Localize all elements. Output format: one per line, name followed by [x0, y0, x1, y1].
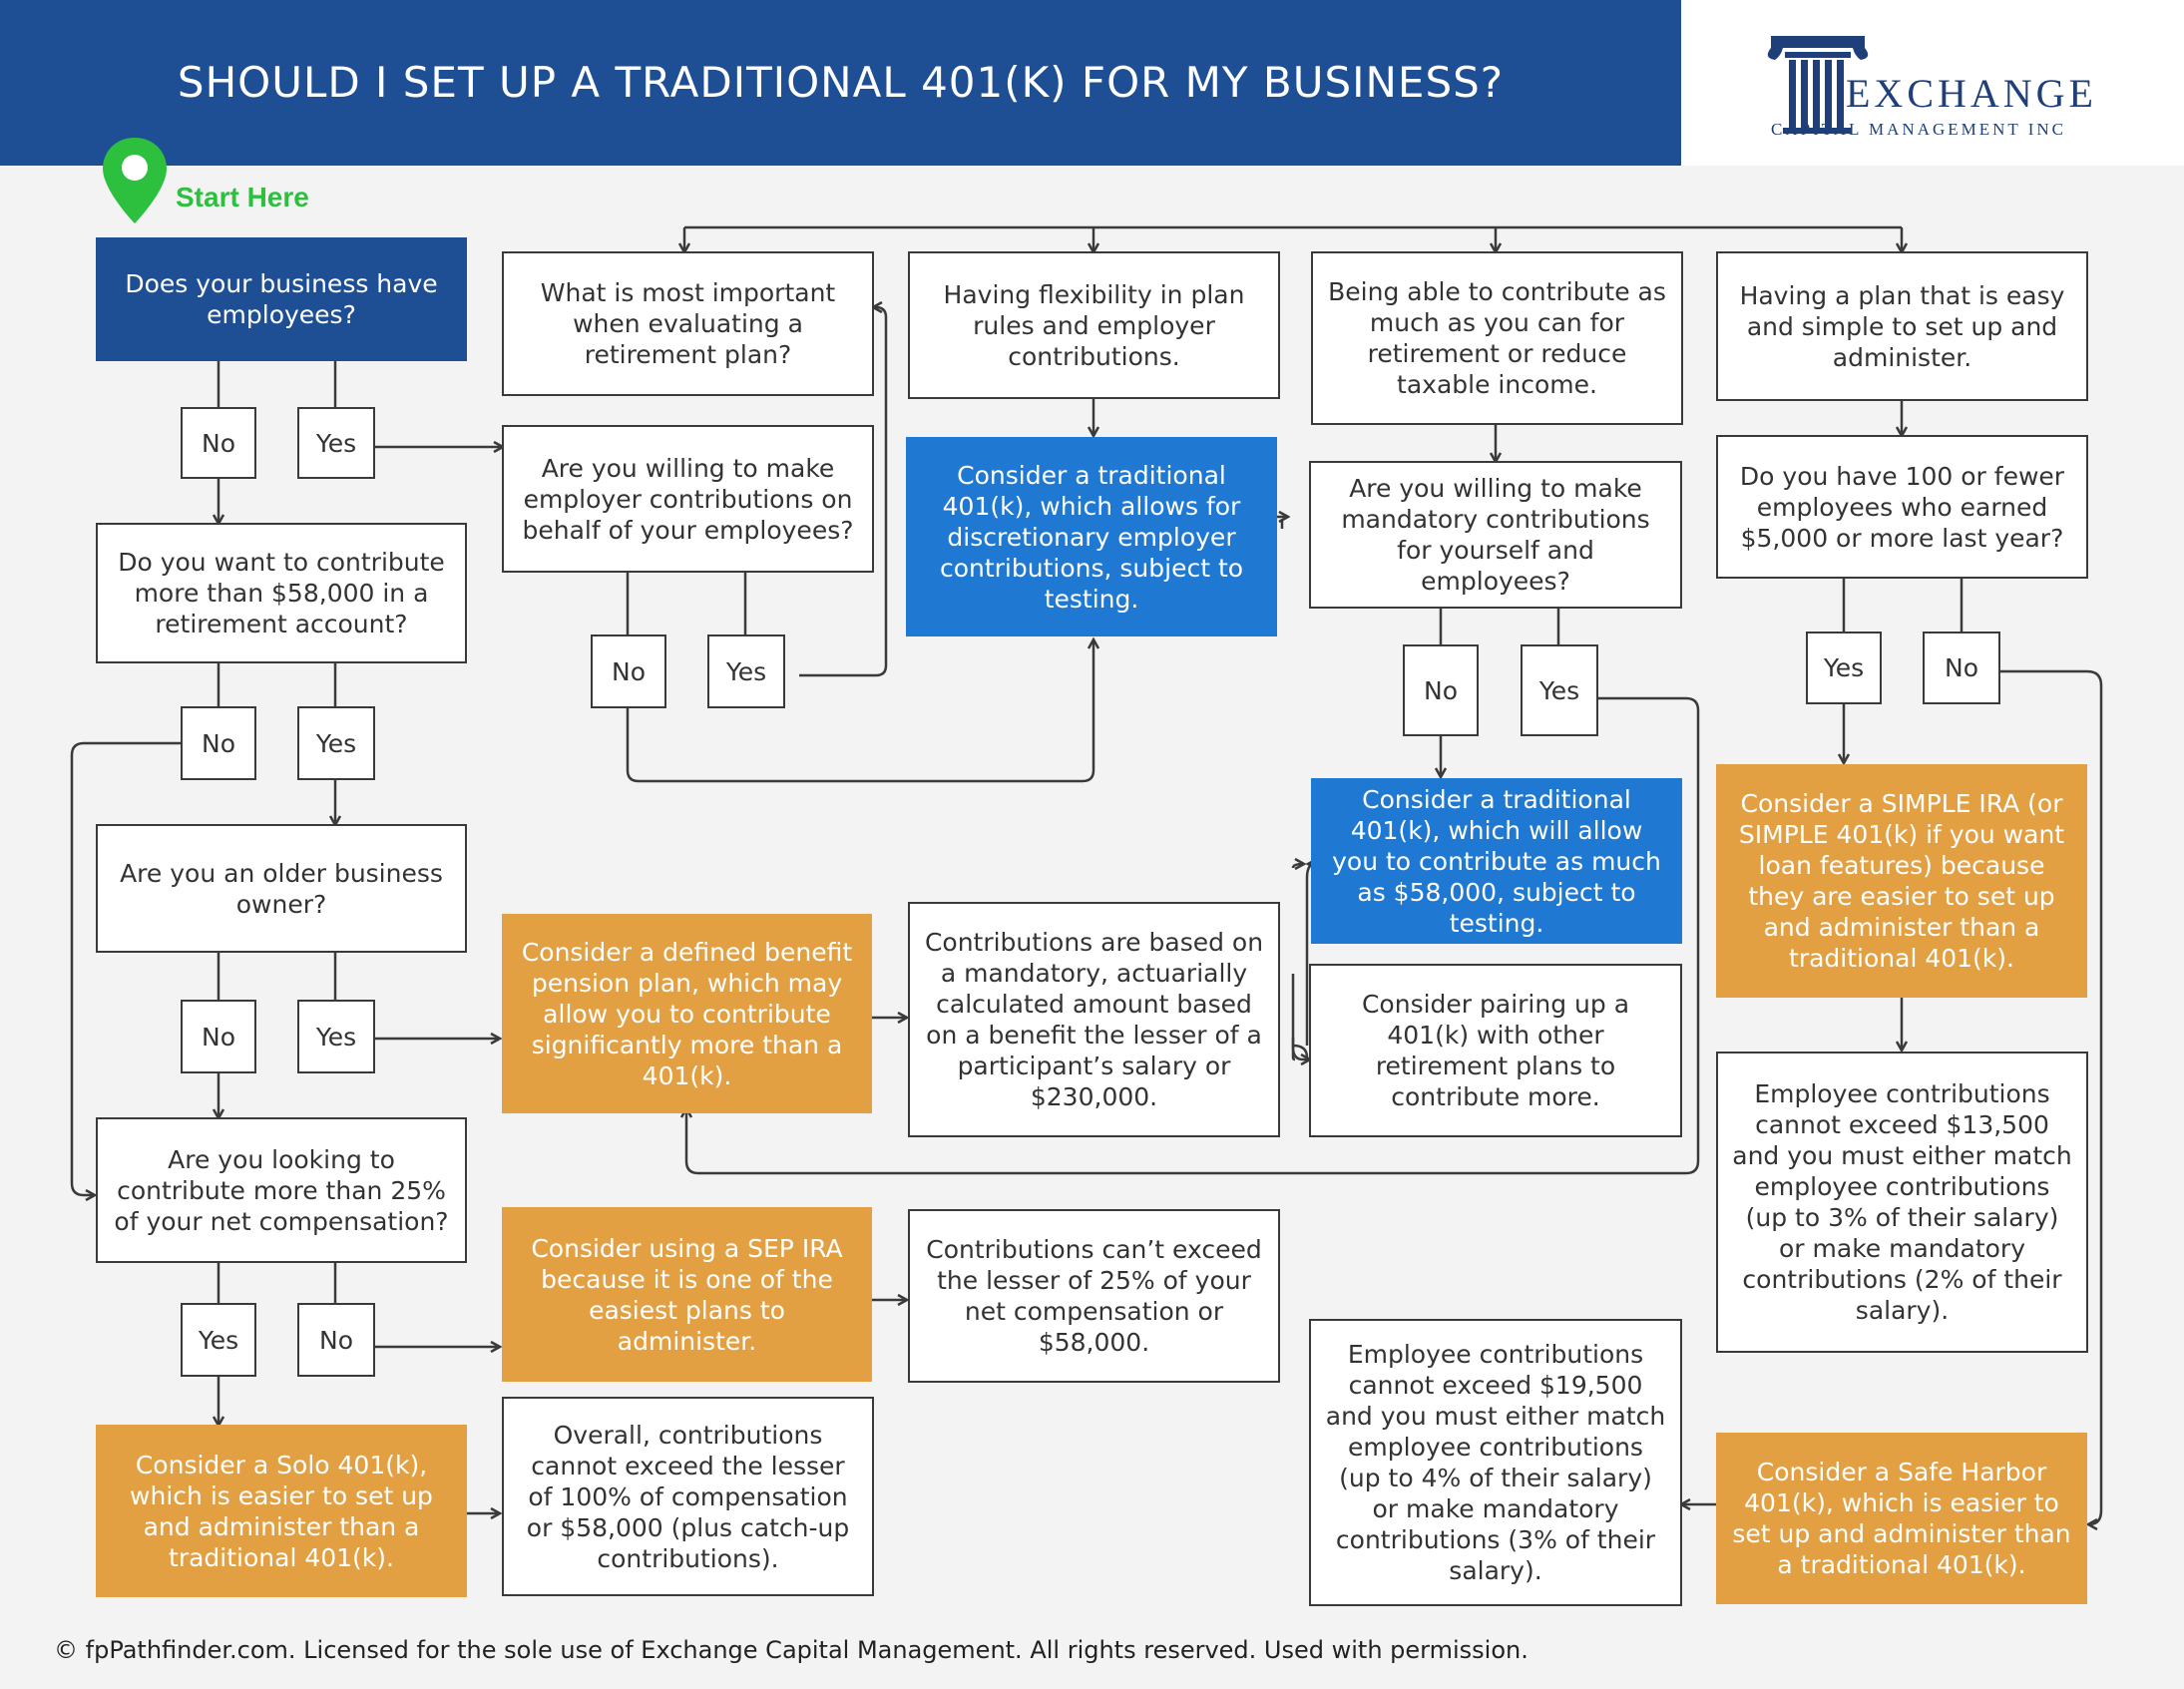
result-simple-ira: Consider a SIMPLE IRA (or SIMPLE 401(k) … [1716, 764, 2087, 998]
result-pairing-plans: Consider pairing up a 401(k) with other … [1309, 964, 1682, 1137]
answer-no-100-employees[interactable]: No [1923, 632, 2000, 704]
map-pin-icon [103, 138, 167, 223]
page-title: SHOULD I SET UP A TRADITIONAL 401(K) FOR… [177, 58, 1505, 107]
answer-yes-25-percent[interactable]: Yes [181, 1303, 256, 1377]
logo [1681, 0, 2184, 166]
result-solo-401k: Consider a Solo 401(k), which is easier … [96, 1425, 467, 1597]
question-has-employees: Does your business have employees? [96, 237, 467, 361]
question-100-or-fewer-employees: Do you have 100 or fewer employees who e… [1716, 435, 2088, 579]
question-employer-contributions: Are you willing to make employer contrib… [502, 425, 874, 573]
answer-no-25-percent[interactable]: No [297, 1303, 375, 1377]
answer-yes-employees[interactable]: Yes [297, 407, 375, 479]
info-sep-ira-limits: Contributions can’t exceed the lesser of… [908, 1209, 1280, 1383]
info-simple-ira-limits: Employee contributions cannot exceed $13… [1716, 1052, 2088, 1353]
result-sep-ira: Consider using a SEP IRA because it is o… [502, 1207, 872, 1382]
copyright-footer: © fpPathfinder.com. Licensed for the sol… [54, 1636, 1529, 1664]
question-contribute-over-25-percent: Are you looking to contribute more than … [96, 1117, 467, 1263]
result-safe-harbor-401k: Consider a Safe Harbor 401(k), which is … [1716, 1433, 2087, 1604]
answer-no-mandatory[interactable]: No [1403, 644, 1479, 736]
option-easy-simple: Having a plan that is easy and simple to… [1716, 251, 2088, 401]
question-mandatory-contributions: Are you willing to make mandatory contri… [1309, 461, 1682, 609]
result-traditional-401k-58k: Consider a traditional 401(k), which wil… [1311, 778, 1682, 944]
option-contribute-maximum: Being able to contribute as much as you … [1311, 251, 1683, 425]
info-overall-contribution-limit: Overall, contributions cannot exceed the… [502, 1397, 874, 1596]
question-older-owner: Are you an older business owner? [96, 824, 467, 953]
answer-yes-mandatory[interactable]: Yes [1521, 644, 1598, 736]
logo-name: EXCHANGE [1846, 71, 2097, 116]
question-contribute-over-58k: Do you want to contribute more than $58,… [96, 523, 467, 663]
info-defined-benefit-contributions: Contributions are based on a mandatory, … [908, 902, 1280, 1137]
result-traditional-401k-discretionary: Consider a traditional 401(k), which all… [906, 437, 1277, 636]
info-safe-harbor-limits: Employee contributions cannot exceed $19… [1309, 1319, 1682, 1606]
answer-yes-58k[interactable]: Yes [297, 706, 375, 780]
logo-subtitle: CAPITAL MANAGEMENT INC [1771, 120, 2067, 139]
answer-no-older[interactable]: No [181, 1000, 256, 1073]
answer-no-employer-contributions[interactable]: No [591, 634, 666, 708]
question-most-important: What is most important when evaluating a… [502, 251, 874, 396]
start-here-label: Start Here [176, 182, 309, 212]
header-bar [0, 0, 1681, 166]
answer-yes-older[interactable]: Yes [297, 1000, 375, 1073]
column-logo-icon [1767, 36, 1869, 134]
option-flexibility: Having flexibility in plan rules and emp… [908, 251, 1280, 399]
answer-yes-employer-contributions[interactable]: Yes [707, 634, 785, 708]
answer-no-employees[interactable]: No [181, 407, 256, 479]
answer-no-58k[interactable]: No [181, 706, 256, 780]
answer-yes-100-employees[interactable]: Yes [1806, 632, 1882, 704]
result-defined-benefit-plan: Consider a defined benefit pension plan,… [502, 914, 872, 1113]
